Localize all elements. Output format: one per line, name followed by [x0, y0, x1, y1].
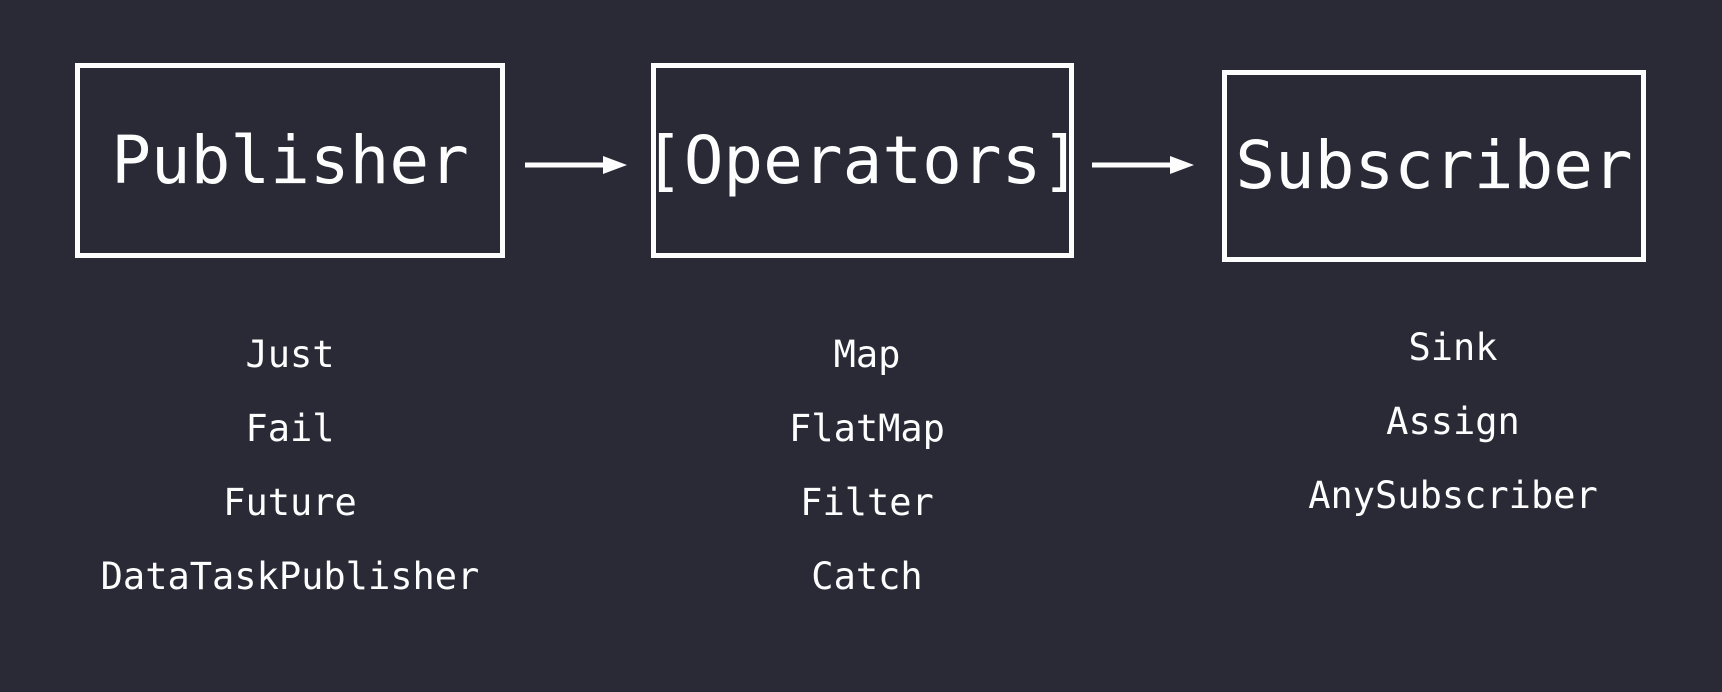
list-item: Fail	[245, 407, 335, 450]
stage-label-operators: [Operators]	[643, 121, 1082, 199]
list-item: DataTaskPublisher	[100, 555, 480, 598]
list-item: Filter	[800, 481, 934, 524]
arrow-right-icon-operators-to-subscriber	[1092, 152, 1194, 178]
list-item: Catch	[811, 555, 923, 598]
stage-box-operators: [Operators]	[644, 63, 1081, 258]
stage-box-subscriber: Subscriber	[1222, 70, 1646, 262]
type-list-operators: Map FlatMap Filter Catch	[567, 318, 1167, 614]
list-item: Assign	[1386, 400, 1520, 443]
list-item: Map	[833, 333, 901, 376]
arrow-right-icon-publisher-to-operators	[525, 152, 627, 178]
list-item: Just	[245, 333, 335, 376]
type-list-publishers: Just Fail Future DataTaskPublisher	[0, 318, 590, 614]
list-item: AnySubscriber	[1308, 474, 1598, 517]
list-item: Sink	[1408, 326, 1498, 369]
stage-label-subscriber: Subscriber	[1235, 127, 1633, 204]
list-item: FlatMap	[789, 407, 945, 450]
type-list-subscribers: Sink Assign AnySubscriber	[1153, 311, 1722, 533]
stage-box-publisher: Publisher	[75, 63, 505, 258]
list-item: Future	[223, 481, 357, 524]
stage-label-publisher: Publisher	[111, 121, 469, 199]
